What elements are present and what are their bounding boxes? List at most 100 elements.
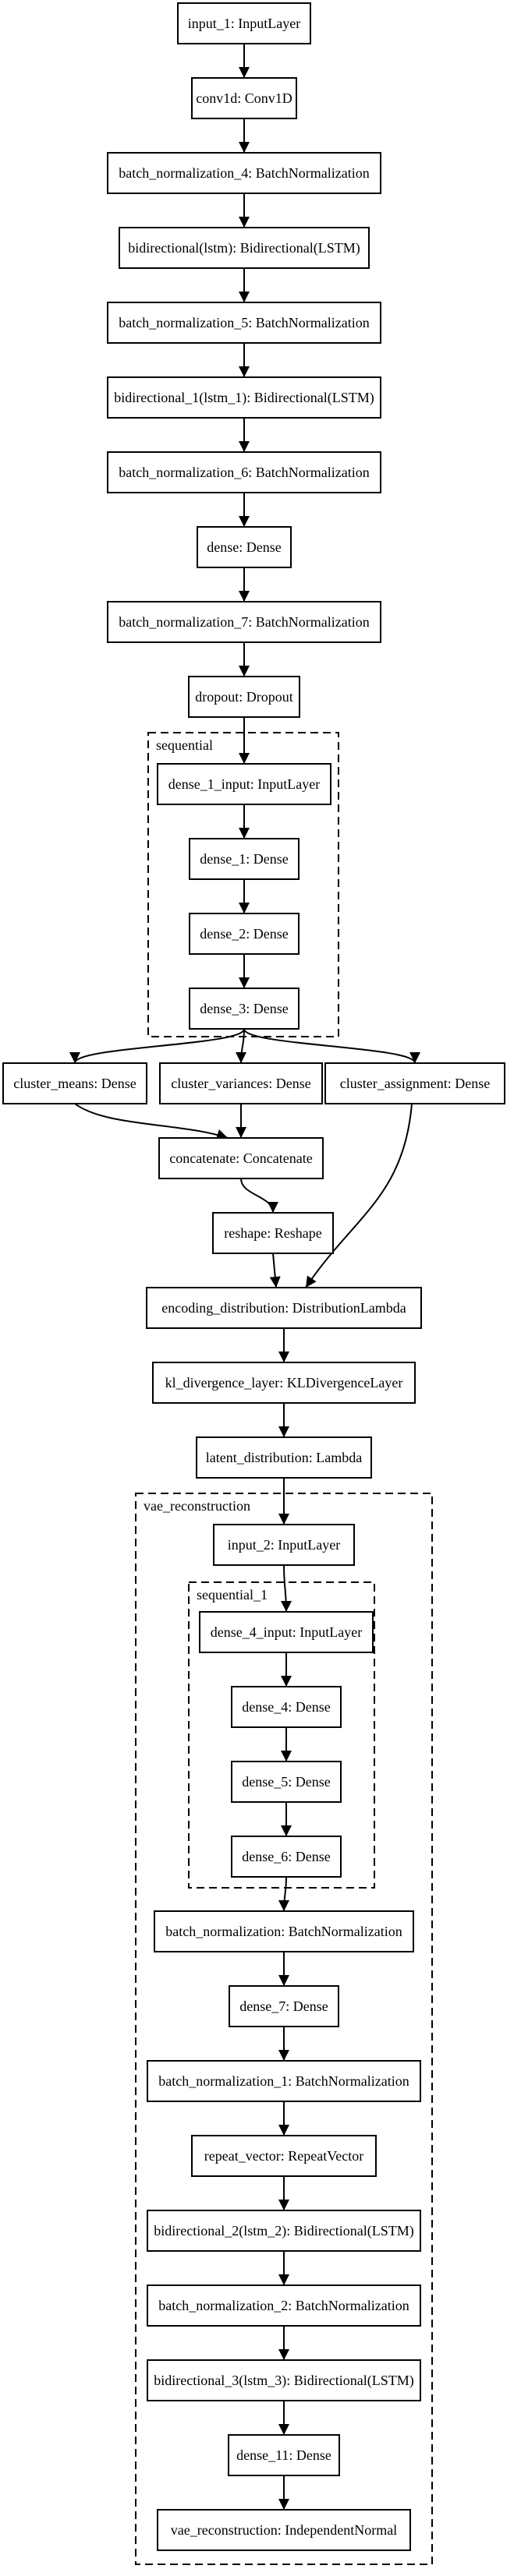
node-label: bidirectional(lstm): Bidirectional(LSTM) — [128, 240, 360, 256]
layer-node-bidir2: bidirectional_2(lstm_2): Bidirectional(L… — [147, 2210, 421, 2252]
layer-node-bidir3: bidirectional_3(lstm_3): Bidirectional(L… — [147, 2359, 421, 2401]
layer-node-bn6: batch_normalization_6: BatchNormalizatio… — [107, 451, 381, 493]
node-label: batch_normalization: BatchNormalization — [165, 1924, 402, 1939]
layer-node-cluster-means: cluster_means: Dense — [2, 1062, 147, 1104]
edge-arrow — [240, 1178, 278, 1214]
node-box — [159, 1062, 323, 1104]
layer-node-bn2: batch_normalization_2: BatchNormalizatio… — [147, 2284, 421, 2327]
layer-node-vae-reconstruction: vae_reconstruction: IndependentNormal — [157, 2509, 411, 2551]
edge-arrow — [269, 1253, 281, 1288]
node-box — [157, 2509, 411, 2551]
node-box — [213, 1524, 355, 1566]
layer-node-dense-4: dense_4: Dense — [231, 1686, 342, 1728]
node-label: bidirectional_2(lstm_2): Bidirectional(L… — [154, 2223, 413, 2239]
node-layer: input_1: InputLayer conv1d: Conv1D batch_n… — [2, 2, 505, 2551]
node-label: conv1d: Conv1D — [196, 90, 292, 106]
node-box — [146, 1287, 422, 1329]
node-label: encoding_distribution: DistributionLambd… — [161, 1300, 406, 1316]
node-box — [324, 1062, 505, 1104]
layer-node-input-1: input_1: InputLayer — [177, 2, 311, 44]
node-box — [188, 676, 300, 718]
node-box — [147, 2359, 421, 2401]
layer-node-conv1d: conv1d: Conv1D — [191, 77, 297, 119]
node-label: dense_2: Dense — [200, 926, 288, 942]
layer-node-dropout: dropout: Dropout — [188, 676, 300, 718]
node-box — [199, 1611, 374, 1653]
node-label: cluster_variances: Dense — [171, 1076, 310, 1091]
node-box — [152, 1362, 416, 1404]
node-label: batch_normalization_7: BatchNormalizatio… — [119, 614, 369, 630]
edge-arrow — [69, 1028, 245, 1064]
node-label: dense_4: Dense — [242, 1699, 330, 1715]
node-box — [154, 1910, 414, 1952]
node-box — [197, 526, 292, 568]
node-box — [189, 838, 300, 880]
edge-arrow — [305, 1103, 413, 1288]
node-box — [231, 1761, 342, 1803]
layer-node-bn: batch_normalization: BatchNormalization — [154, 1910, 414, 1952]
node-box — [196, 1436, 372, 1479]
node-box — [191, 77, 297, 119]
edge-arrow — [280, 1564, 292, 1613]
node-label: dense: Dense — [207, 539, 281, 555]
node-box — [147, 2210, 421, 2252]
node-label: latent_distribution: Lambda — [206, 1450, 362, 1465]
node-label: batch_normalization_6: BatchNormalizatio… — [119, 465, 369, 480]
layer-node-concatenate: concatenate: Concatenate — [158, 1137, 324, 1179]
node-label: dropout: Dropout — [195, 689, 293, 705]
node-label: batch_normalization_2: BatchNormalizatio… — [158, 2298, 409, 2313]
node-box — [107, 302, 381, 344]
node-label: repeat_vector: RepeatVector — [204, 2148, 363, 2164]
layer-node-dense-5: dense_5: Dense — [231, 1761, 342, 1803]
node-label: dense_1_input: InputLayer — [168, 776, 320, 792]
node-label: dense_11: Dense — [236, 2447, 331, 2463]
node-box — [189, 913, 300, 955]
node-box — [212, 1212, 334, 1254]
node-box — [107, 601, 381, 643]
node-label: dense_7: Dense — [239, 1998, 328, 2014]
node-box — [119, 227, 370, 269]
cluster-border — [135, 1493, 433, 2565]
node-label: cluster_means: Dense — [13, 1076, 136, 1091]
node-label: cluster_assignment: Dense — [340, 1076, 490, 1091]
node-box — [177, 2, 311, 44]
layer-node-dense: dense: Dense — [197, 526, 292, 568]
layer-node-repeat-vector: repeat_vector: RepeatVector — [191, 2135, 377, 2177]
layer-node-reshape: reshape: Reshape — [212, 1212, 334, 1254]
edge-arrow — [243, 1028, 420, 1064]
layer-node-dense-7: dense_7: Dense — [229, 1985, 339, 2027]
node-box — [2, 1062, 147, 1104]
node-box — [147, 2284, 421, 2327]
layer-node-latent-distribution: latent_distribution: Lambda — [196, 1436, 372, 1479]
node-label: dense_5: Dense — [242, 1774, 330, 1790]
edge-arrow — [278, 1876, 290, 1912]
edge-layer — [69, 44, 420, 2510]
node-label: kl_divergence_layer: KLDivergenceLayer — [165, 1375, 403, 1390]
layer-node-dense-3: dense_3: Dense — [189, 988, 300, 1030]
cluster-label: sequential — [156, 737, 213, 753]
node-label: vae_reconstruction: IndependentNormal — [171, 2522, 397, 2538]
node-label: input_1: InputLayer — [188, 16, 300, 31]
layer-node-cluster-variances: cluster_variances: Dense — [159, 1062, 323, 1104]
node-label: batch_normalization_5: BatchNormalizatio… — [119, 315, 369, 330]
node-label: dense_4_input: InputLayer — [211, 1624, 362, 1640]
node-label: batch_normalization_1: BatchNormalizatio… — [158, 2073, 409, 2089]
node-box — [189, 988, 300, 1030]
cluster-label: sequential_1 — [197, 1587, 268, 1602]
node-box — [231, 1686, 342, 1728]
layer-node-dense-4-input: dense_4_input: InputLayer — [199, 1611, 374, 1653]
layer-node-bidir1: bidirectional_1(lstm_1): Bidirectional(L… — [107, 376, 381, 419]
node-box — [107, 152, 381, 194]
cluster-sequential-1: sequential_1 — [188, 1581, 375, 1889]
node-label: dense_3: Dense — [200, 1001, 288, 1016]
node-label: dense_1: Dense — [200, 851, 288, 867]
cluster-label: vae_reconstruction — [144, 1498, 250, 1514]
node-label: batch_normalization_4: BatchNormalizatio… — [119, 165, 369, 181]
layer-node-kl-divergence-layer: kl_divergence_layer: KLDivergenceLayer — [152, 1362, 416, 1404]
node-label: reshape: Reshape — [224, 1225, 321, 1241]
node-label: bidirectional_1(lstm_1): Bidirectional(L… — [114, 390, 374, 406]
edge-arrow — [74, 1103, 229, 1140]
layer-node-bidir: bidirectional(lstm): Bidirectional(LSTM) — [119, 227, 370, 269]
node-box — [157, 763, 331, 805]
layer-node-bn5: batch_normalization_5: BatchNormalizatio… — [107, 302, 381, 344]
